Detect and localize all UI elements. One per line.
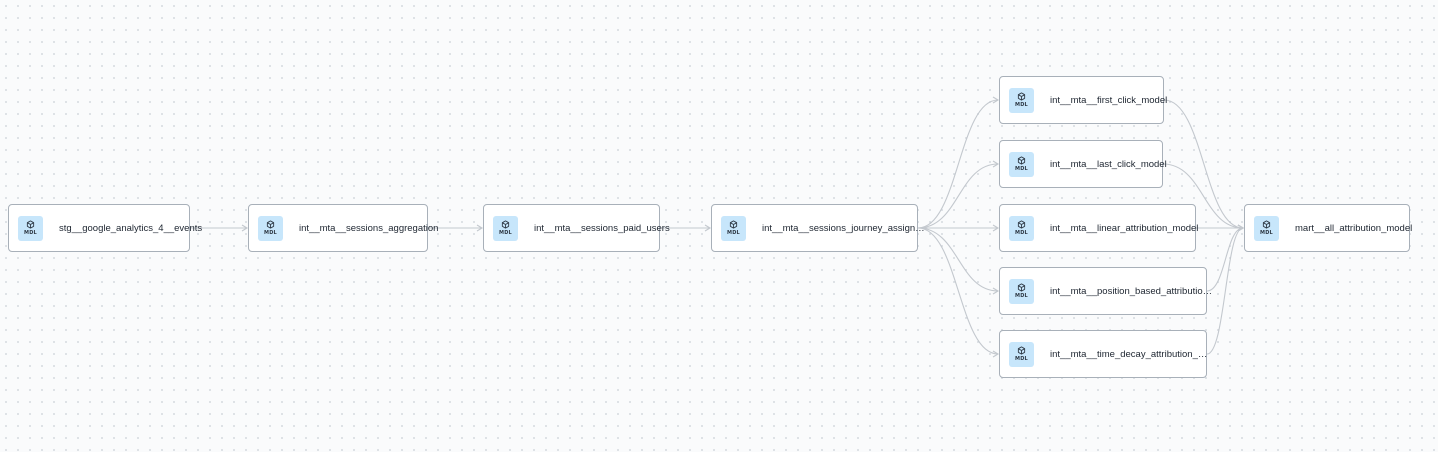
edge-arrowhead xyxy=(992,160,1000,168)
model-node[interactable]: MDL int__mta__time_decay_attribution_… xyxy=(999,330,1207,378)
model-type-icon: MDL xyxy=(721,215,746,241)
model-type-icon: MDL xyxy=(1009,215,1034,241)
edge-arrowhead xyxy=(1237,224,1245,232)
edge-arrowhead xyxy=(992,224,1000,232)
model-node-label: int__mta__sessions_aggregation xyxy=(299,222,439,234)
lineage-edge xyxy=(917,99,999,229)
cube-icon xyxy=(1017,92,1026,101)
lineage-edge xyxy=(917,163,999,229)
edge-arrowhead xyxy=(1237,224,1245,232)
model-type-icon: MDL xyxy=(1254,215,1279,241)
cube-icon xyxy=(1017,346,1026,355)
edge-arrowhead xyxy=(704,224,712,232)
model-node[interactable]: MDL int__mta__linear_attribution_model xyxy=(999,204,1199,252)
model-type-icon: MDL xyxy=(1009,341,1034,367)
model-node-label: int__mta__last_click_model xyxy=(1050,158,1167,170)
cube-icon xyxy=(266,220,275,229)
edge-arrowhead xyxy=(241,224,249,232)
edge-arrowhead xyxy=(1237,224,1245,232)
model-type-badge: MDL xyxy=(1015,102,1028,108)
cube-icon xyxy=(1262,220,1271,229)
lineage-edge xyxy=(917,227,999,292)
cube-icon xyxy=(729,220,738,229)
model-node[interactable]: MDL mart__all_attribution_model xyxy=(1244,204,1413,252)
model-type-badge: MDL xyxy=(264,230,277,236)
model-node[interactable]: MDL int__mta__first_click_model xyxy=(999,76,1168,124)
edge-arrowhead xyxy=(476,224,484,232)
model-node[interactable]: MDL int__mta__position_based_attributio… xyxy=(999,267,1212,315)
cube-icon xyxy=(26,220,35,229)
model-type-badge: MDL xyxy=(24,230,37,236)
model-node[interactable]: MDL int__mta__sessions_aggregation xyxy=(248,204,438,252)
model-node[interactable]: MDL int__mta__last_click_model xyxy=(999,140,1167,188)
model-type-icon: MDL xyxy=(493,215,518,241)
model-type-badge: MDL xyxy=(1260,230,1273,236)
model-type-icon: MDL xyxy=(18,215,43,241)
edge-arrowhead xyxy=(1237,224,1245,232)
lineage-edge xyxy=(1206,227,1244,292)
model-node[interactable]: MDL int__mta__sessions_journey_assign… xyxy=(711,204,925,252)
model-node[interactable]: MDL int__mta__sessions_paid_users xyxy=(483,204,670,252)
model-node-label: stg__google_analytics_4__events xyxy=(59,222,203,234)
model-node-label: int__mta__sessions_paid_users xyxy=(534,222,670,234)
model-type-badge: MDL xyxy=(499,230,512,236)
cube-icon xyxy=(1017,156,1026,165)
model-node-label: int__mta__position_based_attributio… xyxy=(1050,285,1213,297)
model-node-label: int__mta__time_decay_attribution_… xyxy=(1050,348,1208,360)
cube-icon xyxy=(1017,220,1026,229)
model-type-badge: MDL xyxy=(1015,293,1028,299)
lineage-edge xyxy=(917,227,999,355)
model-type-icon: MDL xyxy=(1009,151,1034,177)
lineage-edge xyxy=(1206,227,1244,355)
cube-icon xyxy=(501,220,510,229)
model-node-label: mart__all_attribution_model xyxy=(1295,222,1413,234)
model-type-icon: MDL xyxy=(1009,87,1034,113)
model-node-label: int__mta__linear_attribution_model xyxy=(1050,222,1199,234)
model-type-icon: MDL xyxy=(1009,278,1034,304)
model-type-badge: MDL xyxy=(1015,230,1028,236)
cube-icon xyxy=(1017,283,1026,292)
edge-arrowhead xyxy=(992,350,1000,358)
model-node-label: int__mta__sessions_journey_assign… xyxy=(762,222,925,234)
model-type-badge: MDL xyxy=(1015,356,1028,362)
model-node[interactable]: MDL stg__google_analytics_4__events xyxy=(8,204,202,252)
model-type-badge: MDL xyxy=(1015,166,1028,172)
model-type-icon: MDL xyxy=(258,215,283,241)
edge-arrowhead xyxy=(1237,224,1245,232)
edge-arrowhead xyxy=(992,287,1000,295)
edge-arrowhead xyxy=(992,96,1000,104)
model-node-label: int__mta__first_click_model xyxy=(1050,94,1168,106)
model-type-badge: MDL xyxy=(727,230,740,236)
